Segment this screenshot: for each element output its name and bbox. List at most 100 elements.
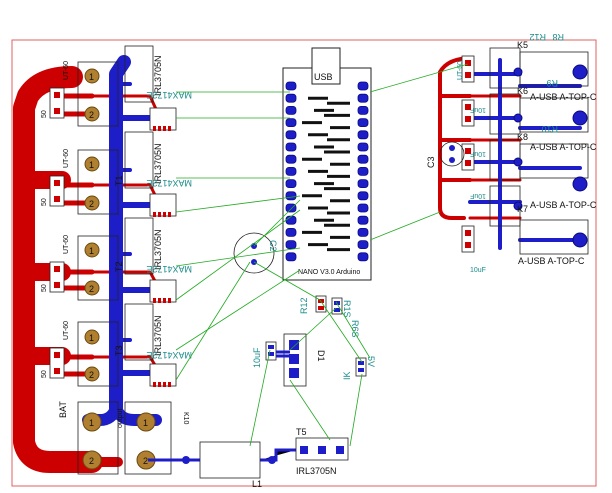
nano-pin [285, 215, 297, 225]
t5-part: IRL3705N [296, 466, 337, 476]
nano-pin [285, 240, 297, 250]
cap-value: 50 [41, 284, 48, 292]
r-ref: R12 [529, 32, 546, 42]
nano-inner-traces [302, 96, 350, 252]
k-ref: K8 [517, 132, 528, 142]
r-label-5v: 5V [366, 356, 376, 367]
cap-value: 50 [41, 110, 48, 118]
output-label: output [117, 408, 124, 428]
nano-pin [357, 191, 369, 201]
nano-right-pins [357, 81, 369, 262]
nano-pin [285, 81, 297, 91]
nano-label: NANO V3.0 Arduino [298, 269, 360, 276]
r-label-bottom: R6S [350, 320, 360, 338]
r-ref: R8 [552, 32, 564, 42]
ratsnest [175, 63, 469, 447]
c3-component [439, 141, 465, 167]
t5-label: T5 [296, 427, 307, 437]
k10-label: K10 [182, 412, 189, 425]
board-outline [11, 39, 597, 487]
conn-side: UT-60 [457, 61, 464, 80]
c2-label: C2 [268, 240, 278, 252]
mosfet-ref: T1 [114, 175, 124, 186]
nano-pin [285, 130, 297, 140]
t5-component [295, 437, 349, 461]
nano-pin [357, 130, 369, 140]
nano-pin [357, 215, 369, 225]
left-top-copper [13, 66, 162, 473]
nano-pin [357, 203, 369, 213]
nano-pin [357, 93, 369, 103]
nano-pin [357, 240, 369, 250]
nano-pin [357, 106, 369, 115]
left-connectors [77, 45, 172, 475]
driver-part: MAX4172E [146, 264, 192, 274]
pad-2-label: 2 [89, 456, 94, 466]
uf-label: 10uF [252, 347, 262, 368]
pad-2-label: 2 [89, 199, 94, 209]
pad-1-label: 1 [89, 418, 94, 428]
right-labels: K5 K6 K8 K7 R8 R12 R9 R10 A-USB A-TOP-C … [457, 32, 597, 274]
d1-component [276, 333, 307, 387]
mosfet-ref: T2 [114, 261, 124, 272]
left-pad-numbers: 1 2 1 2 1 2 1 2 1 2 1 2 [89, 72, 148, 466]
usb-label: A-USB A-TOP-C [530, 92, 597, 102]
pad-2-label: 2 [89, 284, 94, 294]
mosfet-part: IRL3705N [153, 143, 163, 184]
ik-label: IK [342, 371, 352, 380]
nano-pin [285, 142, 297, 152]
pad-1-label: 1 [89, 333, 94, 343]
nano-pin [285, 106, 297, 115]
cap-small: 10uF [470, 150, 486, 157]
k-ref: K6 [517, 86, 528, 96]
r-label-left: R12 [299, 297, 309, 314]
left-cap-values: 50 50 50 50 UT-60 UT-60 UT-60 UT-60 [41, 61, 70, 378]
left-cap-blocks [49, 87, 65, 379]
cap-small: 10uF [470, 106, 486, 113]
c3-label: C3 [426, 156, 436, 168]
nano-left-pins [285, 81, 297, 262]
driver-part: MAX4172E [146, 90, 192, 100]
pad-1-label: 1 [89, 246, 94, 256]
nano-pin [357, 142, 369, 152]
conn-label: UT-60 [63, 61, 70, 80]
nano-pin [285, 118, 297, 127]
r-ref: R9 [546, 78, 558, 88]
mosfet-ref: T3 [114, 345, 124, 356]
nano-pin [357, 154, 369, 164]
mosfet-part: IRL3705N [153, 315, 163, 356]
nano-pin [285, 252, 297, 262]
pad-2-label: 2 [143, 456, 148, 466]
conn-label: UT-60 [63, 321, 70, 340]
conn-label: UT-60 [63, 235, 70, 254]
k-ref: K7 [517, 204, 528, 214]
usb-label: A-USB A-TOP-C [530, 200, 597, 210]
usb-label: A-USB A-TOP-C [518, 256, 585, 266]
k-ref: K5 [517, 40, 528, 50]
d1-label: D1 [316, 350, 326, 362]
nano-pin [285, 154, 297, 164]
pad-2-label: 2 [89, 110, 94, 120]
nano-pin [357, 252, 369, 262]
nano-pin [285, 93, 297, 103]
cap-value: 50 [41, 198, 48, 206]
nano-pin [285, 166, 297, 176]
usb-label: A-USB A-TOP-C [530, 142, 597, 152]
nano-pin [357, 227, 369, 237]
pad-1-label: 1 [89, 160, 94, 170]
l1-label: L1 [252, 479, 262, 489]
nano-pin [285, 191, 297, 201]
r-label-right: R1S [342, 300, 352, 318]
cap-value: 50 [41, 370, 48, 378]
mosfet-part: IRL3705N [153, 229, 163, 270]
driver-part: MAX4172E [146, 178, 192, 188]
nano-usb-label: USB [314, 72, 333, 82]
cap-small: 10uF [470, 192, 486, 199]
left-drivers: MAX4172E MAX4172E MAX4172E MAX4172E [146, 90, 192, 387]
nano-pin [285, 179, 297, 189]
left-pads [82, 68, 156, 470]
pad-1-label: 1 [89, 72, 94, 82]
left-mosfet-labels: IRL3705N IRL3705N IRL3705N IRL3705N T1 T… [114, 55, 163, 356]
cap-small: 10uF [470, 267, 486, 274]
